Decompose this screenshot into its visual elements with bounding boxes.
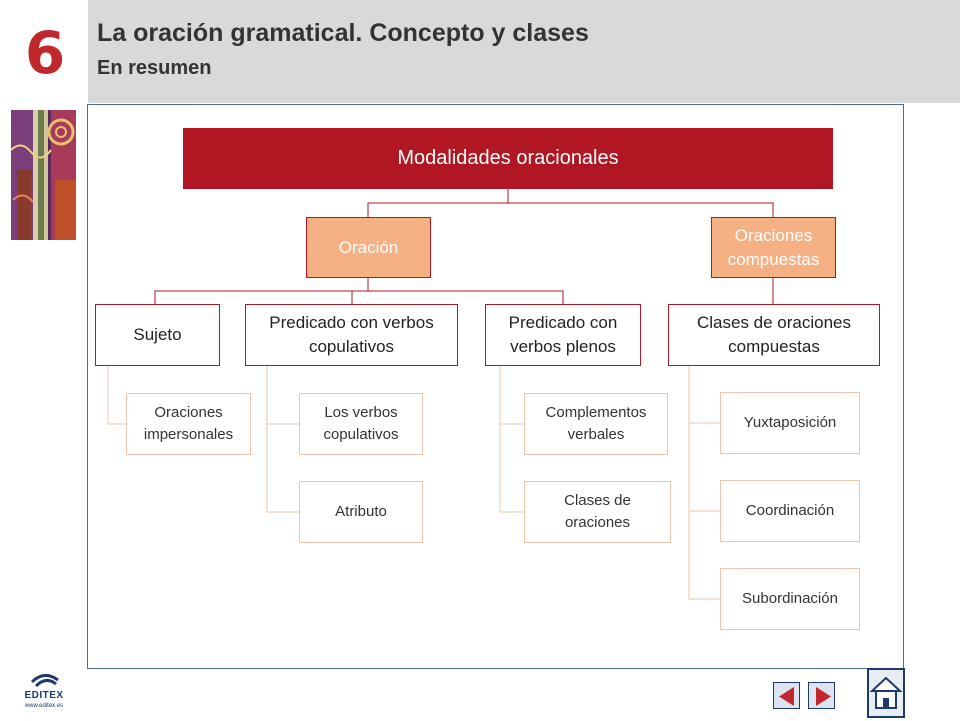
leaf-subordinacion: Subordinación xyxy=(720,568,860,630)
leaf-oraciones-impersonales: Oraciones impersonales xyxy=(126,393,251,455)
node-sujeto: Sujeto xyxy=(95,304,220,366)
page-subtitle: En resumen xyxy=(97,57,212,79)
decorative-painting xyxy=(11,110,76,240)
chapter-number: 6 xyxy=(24,19,66,87)
leaf-complementos-verbales: Complementos verbales xyxy=(524,393,668,455)
root-modalidades: Modalidades oracionales xyxy=(183,128,833,189)
leaf-coordinacion: Coordinación xyxy=(720,480,860,542)
page-title: La oración gramatical. Concepto y clases xyxy=(97,19,589,47)
header-bar xyxy=(88,0,960,103)
logo-url: www.editex.es xyxy=(24,703,64,709)
content-frame xyxy=(87,104,904,669)
triangle-left-icon xyxy=(779,687,794,706)
leaf-atributo: Atributo xyxy=(299,481,423,543)
prev-button[interactable] xyxy=(773,682,800,709)
triangle-right-icon xyxy=(816,687,831,706)
node-clases-compuestas: Clases de oraciones compuestas xyxy=(668,304,880,366)
logo-text: EDITEX xyxy=(24,690,64,701)
node-predicado-plenos: Predicado con verbos plenos xyxy=(485,304,641,366)
leaf-clases-oraciones: Clases de oraciones xyxy=(524,481,671,543)
next-button[interactable] xyxy=(808,682,835,709)
node-predicado-copulativos: Predicado con verbos copulativos xyxy=(245,304,458,366)
node-oraciones-compuestas: Oraciones compuestas xyxy=(711,217,836,278)
editex-logo xyxy=(14,668,74,712)
home-button[interactable] xyxy=(867,668,905,718)
leaf-yuxtaposicion: Yuxtaposición xyxy=(720,392,860,454)
home-icon xyxy=(869,676,903,709)
node-oracion: Oración xyxy=(306,217,431,278)
leaf-verbos-copulativos: Los verbos copulativos xyxy=(299,393,423,455)
